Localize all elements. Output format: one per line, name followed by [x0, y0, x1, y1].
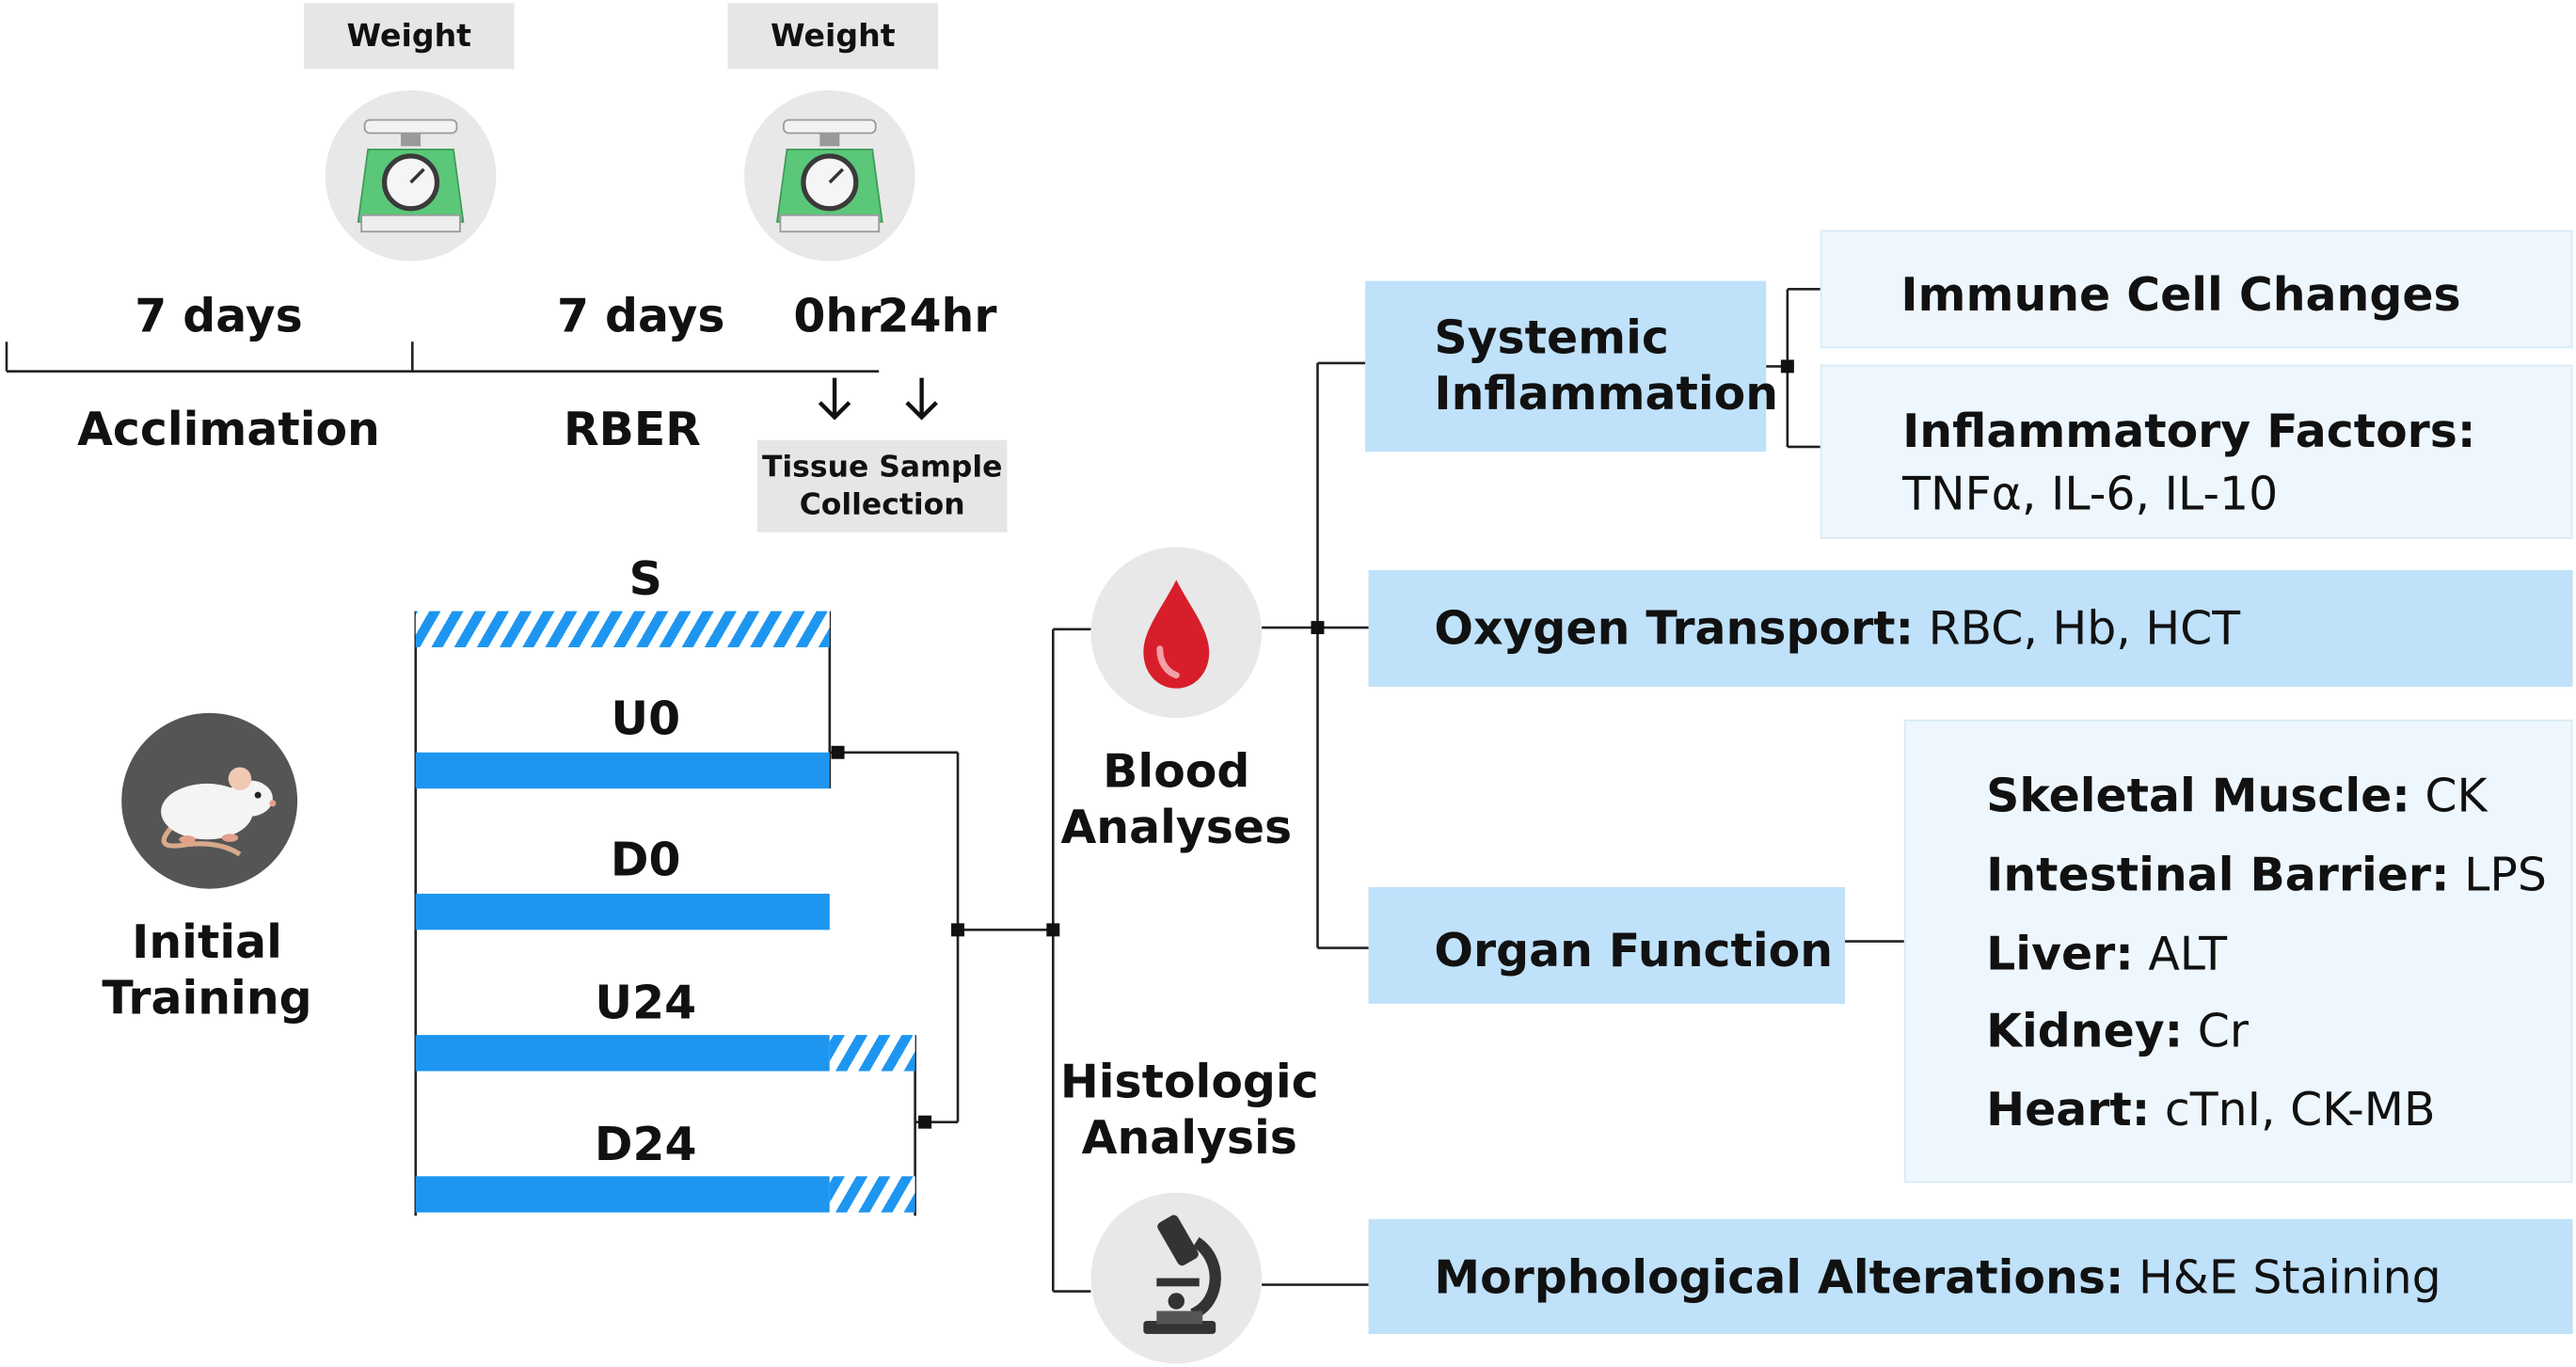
organ-item-value: CK: [2425, 769, 2488, 823]
time-0hr: 0hr: [793, 289, 882, 343]
organ-function-label: Organ Function: [1434, 923, 1834, 978]
morphological-alterations-values: H&E Staining: [2139, 1249, 2441, 1305]
group-label-u24: U24: [595, 976, 697, 1030]
mouse-icon: [121, 712, 298, 889]
organ-item-value: ALT: [2148, 926, 2228, 981]
group-bar-s: [415, 611, 830, 648]
inflammatory-factors-title: Inflammatory Factors:: [1902, 404, 2476, 459]
organ-item-value: Cr: [2197, 1003, 2250, 1058]
group-label-s: S: [628, 551, 662, 607]
scale-icon: [325, 90, 497, 262]
organ-item-value: cTnI, CK-MB: [2164, 1082, 2436, 1137]
morphological-alterations-title: Morphological Alterations:: [1434, 1249, 2124, 1305]
organ-item: Kidney: Cr: [1986, 1008, 2249, 1055]
morphological-alterations-box: Morphological Alterations: H&E Staining: [1368, 1218, 2573, 1334]
organ-item-value: LPS: [2464, 848, 2547, 902]
weight-label-1: Weight: [304, 3, 515, 70]
duration-acclimation: 7 days: [135, 289, 303, 343]
group-bar-u0: [415, 752, 830, 789]
group-label-d0: D0: [610, 833, 681, 887]
duration-rber: 7 days: [556, 289, 725, 343]
histologic-analysis-label: Histologic Analysis: [1059, 1055, 1319, 1166]
scale-icon: [744, 90, 915, 262]
initial-training-label: Initial Training: [102, 914, 312, 1025]
systemic-inflammation-label: Systemic Inflammation: [1434, 310, 1779, 421]
oxygen-transport-box: Oxygen Transport: RBC, Hb, HCT: [1368, 569, 2573, 687]
organ-item: Liver: ALT: [1986, 930, 2227, 978]
phase-rber: RBER: [563, 402, 701, 457]
oxygen-transport-values: RBC, Hb, HCT: [1928, 601, 2241, 656]
inflammatory-factors-values: TNFα, IL-6, IL-10: [1902, 466, 2279, 521]
phase-acclimation: Acclimation: [77, 402, 380, 457]
organ-function-box: Organ Function: [1368, 886, 1845, 1004]
organ-item-name: Liver:: [1986, 926, 2134, 981]
tissue-sample-collection-label: Tissue Sample Collection: [756, 439, 1008, 532]
immune-cell-changes-label: Immune Cell Changes: [1900, 267, 2461, 323]
oxygen-transport-title: Oxygen Transport:: [1434, 601, 1915, 656]
group-bar-d24: [415, 1176, 830, 1213]
organ-item-name: Kidney:: [1986, 1003, 2184, 1058]
group-bar-u24-extension: [829, 1035, 915, 1072]
group-bar-d24-extension: [829, 1176, 915, 1213]
group-label-u0: U0: [611, 691, 681, 746]
arrow-down-icons: [818, 377, 938, 421]
organ-item: Skeletal Muscle: CK: [1986, 773, 2487, 819]
group-bar-d0: [415, 893, 830, 930]
blood-analyses-label: Blood Analyses: [1060, 744, 1293, 855]
organ-item-name: Heart:: [1986, 1082, 2151, 1137]
organ-item: Heart: cTnI, CK-MB: [1986, 1087, 2435, 1134]
immune-cell-changes-box: Immune Cell Changes: [1820, 230, 2573, 349]
organ-item: Intestinal Barrier: LPS: [1986, 851, 2547, 898]
group-bar-u24: [415, 1035, 830, 1072]
organ-markers-box: Skeletal Muscle: CK Intestinal Barrier: …: [1903, 719, 2573, 1184]
blood-drop-icon: [1090, 547, 1263, 719]
systemic-inflammation-box: Systemic Inflammation: [1365, 280, 1778, 453]
group-label-d24: D24: [594, 1117, 697, 1172]
weight-label-2: Weight: [727, 3, 939, 70]
organ-item-name: Intestinal Barrier:: [1986, 848, 2450, 902]
inflammatory-factors-box: Inflammatory Factors: TNFα, IL-6, IL-10: [1820, 364, 2573, 539]
time-24hr: 24hr: [877, 289, 997, 343]
microscope-icon: [1090, 1192, 1263, 1364]
organ-item-name: Skeletal Muscle:: [1986, 769, 2410, 823]
